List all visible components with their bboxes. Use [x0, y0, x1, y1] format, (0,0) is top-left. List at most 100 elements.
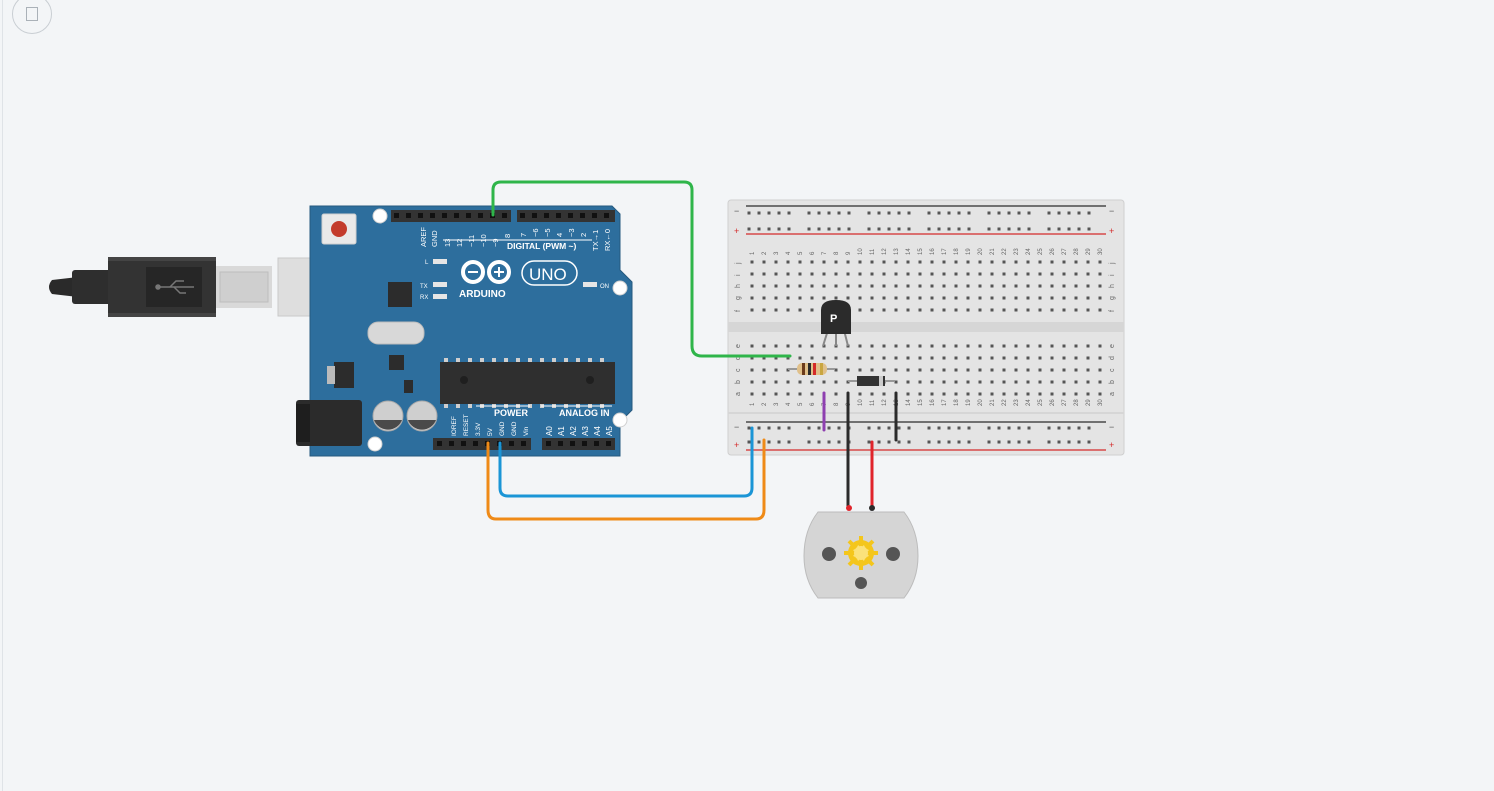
breadboard-hole[interactable] [837, 227, 841, 231]
breadboard-hole[interactable] [966, 260, 970, 264]
breadboard-hole[interactable] [906, 392, 910, 396]
breadboard-hole[interactable] [846, 356, 850, 360]
breadboard-hole[interactable] [942, 368, 946, 372]
breadboard-hole[interactable] [897, 211, 901, 215]
breadboard-hole[interactable] [867, 440, 871, 444]
breadboard-hole[interactable] [1067, 440, 1071, 444]
breadboard-hole[interactable] [930, 344, 934, 348]
breadboard-hole[interactable] [1007, 440, 1011, 444]
breadboard-hole[interactable] [897, 227, 901, 231]
breadboard-hole[interactable] [954, 272, 958, 276]
breadboard-hole[interactable] [1087, 227, 1091, 231]
breadboard-hole[interactable] [1057, 227, 1061, 231]
breadboard-hole[interactable] [774, 392, 778, 396]
breadboard-hole[interactable] [867, 426, 871, 430]
breadboard-hole[interactable] [846, 260, 850, 264]
breadboard-hole[interactable] [1002, 344, 1006, 348]
breadboard-hole[interactable] [847, 211, 851, 215]
breadboard-hole[interactable] [997, 440, 1001, 444]
breadboard-hole[interactable] [1098, 308, 1102, 312]
breadboard-hole[interactable] [990, 284, 994, 288]
breadboard-hole[interactable] [870, 284, 874, 288]
breadboard-hole[interactable] [858, 296, 862, 300]
breadboard-hole[interactable] [817, 227, 821, 231]
breadboard-hole[interactable] [750, 368, 754, 372]
breadboard-hole[interactable] [798, 260, 802, 264]
breadboard-hole[interactable] [774, 260, 778, 264]
breadboard-hole[interactable] [787, 426, 791, 430]
breadboard-hole[interactable] [1026, 344, 1030, 348]
breadboard-hole[interactable] [798, 392, 802, 396]
breadboard-hole[interactable] [1074, 296, 1078, 300]
breadboard-hole[interactable] [990, 380, 994, 384]
breadboard-hole[interactable] [918, 356, 922, 360]
arduino-uno-board[interactable]: AREF GND 13 12 ~11 ~10 ~9 8 7 ~6 ~5 4 ~3… [296, 205, 633, 457]
breadboard-hole[interactable] [817, 211, 821, 215]
breadboard-hole[interactable] [1002, 296, 1006, 300]
breadboard-hole[interactable] [882, 356, 886, 360]
breadboard-hole[interactable] [918, 272, 922, 276]
breadboard-hole[interactable] [774, 380, 778, 384]
breadboard-hole[interactable] [834, 272, 838, 276]
breadboard-hole[interactable] [774, 272, 778, 276]
breadboard-hole[interactable] [807, 227, 811, 231]
breadboard-hole[interactable] [1002, 392, 1006, 396]
breadboard-hole[interactable] [870, 392, 874, 396]
breadboard-hole[interactable] [882, 284, 886, 288]
breadboard-hole[interactable] [858, 260, 862, 264]
breadboard-hole[interactable] [810, 308, 814, 312]
breadboard-hole[interactable] [798, 344, 802, 348]
breadboard-hole[interactable] [966, 272, 970, 276]
breadboard-hole[interactable] [907, 426, 911, 430]
breadboard-hole[interactable] [1027, 211, 1031, 215]
breadboard-hole[interactable] [762, 368, 766, 372]
breadboard-hole[interactable] [942, 284, 946, 288]
breadboard-hole[interactable] [966, 296, 970, 300]
breadboard-hole[interactable] [767, 211, 771, 215]
breadboard-hole[interactable] [887, 211, 891, 215]
digital-header[interactable] [391, 210, 615, 222]
breadboard-hole[interactable] [846, 368, 850, 372]
breadboard-hole[interactable] [1017, 227, 1021, 231]
breadboard-hole[interactable] [906, 308, 910, 312]
breadboard-hole[interactable] [927, 440, 931, 444]
breadboard-holes[interactable] [747, 211, 1102, 444]
breadboard-hole[interactable] [747, 211, 751, 215]
breadboard-hole[interactable] [1062, 284, 1066, 288]
breadboard-hole[interactable] [1014, 380, 1018, 384]
breadboard-hole[interactable] [798, 356, 802, 360]
breadboard-hole[interactable] [1074, 392, 1078, 396]
resistor[interactable] [788, 363, 835, 375]
breadboard-hole[interactable] [1098, 392, 1102, 396]
breadboard-hole[interactable] [907, 211, 911, 215]
breadboard-hole[interactable] [1098, 296, 1102, 300]
breadboard-hole[interactable] [1098, 272, 1102, 276]
breadboard-hole[interactable] [937, 426, 941, 430]
breadboard-hole[interactable] [1062, 392, 1066, 396]
breadboard-hole[interactable] [987, 227, 991, 231]
breadboard-hole[interactable] [1007, 211, 1011, 215]
breadboard-hole[interactable] [822, 356, 826, 360]
breadboard-hole[interactable] [1077, 440, 1081, 444]
breadboard-hole[interactable] [990, 260, 994, 264]
fit-to-view-button[interactable] [12, 0, 52, 34]
breadboard-hole[interactable] [798, 296, 802, 300]
breadboard-hole[interactable] [978, 296, 982, 300]
breadboard-hole[interactable] [997, 227, 1001, 231]
breadboard-hole[interactable] [1002, 356, 1006, 360]
breadboard-hole[interactable] [822, 296, 826, 300]
breadboard-hole[interactable] [1038, 392, 1042, 396]
breadboard-hole[interactable] [858, 272, 862, 276]
breadboard-hole[interactable] [906, 284, 910, 288]
breadboard-hole[interactable] [897, 426, 901, 430]
breadboard-hole[interactable] [1050, 272, 1054, 276]
breadboard-hole[interactable] [762, 356, 766, 360]
breadboard-hole[interactable] [757, 440, 761, 444]
breadboard-hole[interactable] [1098, 260, 1102, 264]
breadboard-hole[interactable] [957, 440, 961, 444]
breadboard-hole[interactable] [1038, 296, 1042, 300]
breadboard-hole[interactable] [1050, 344, 1054, 348]
breadboard-hole[interactable] [810, 260, 814, 264]
breadboard-hole[interactable] [967, 227, 971, 231]
